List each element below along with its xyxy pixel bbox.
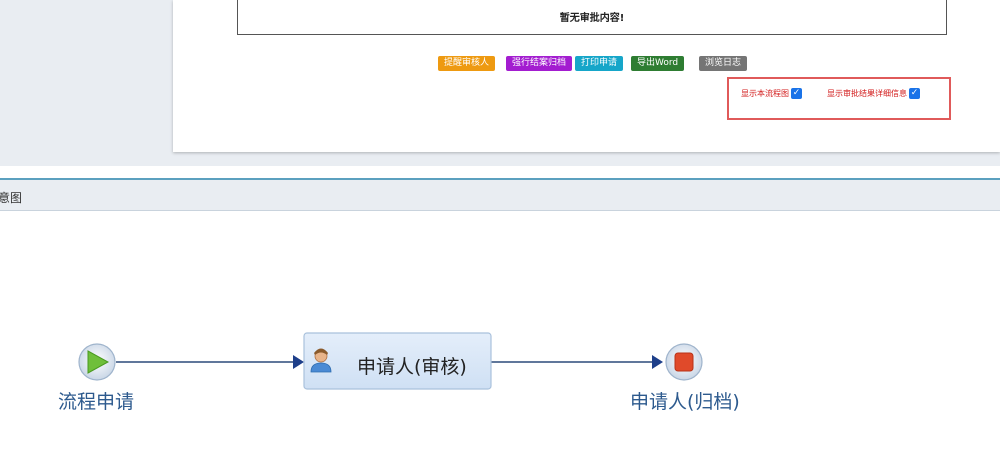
- show-flowchart-checkbox[interactable]: ✓: [791, 88, 802, 99]
- view-log-button[interactable]: 浏览日志: [699, 56, 748, 71]
- flow-connector-2: [491, 355, 663, 369]
- user-icon: [310, 348, 332, 373]
- task-node[interactable]: [303, 332, 492, 390]
- show-result-detail-checkbox[interactable]: ✓: [909, 88, 920, 99]
- section-title: 意图: [0, 191, 23, 205]
- flowchart-section-header: 意图: [0, 180, 1000, 211]
- flow-connector-1: [116, 355, 304, 369]
- approval-panel: 暂无审批内容! 提醒审核人 强行结案归档 打印申请 导出Word 浏览日志 显示…: [173, 0, 1000, 152]
- task-node-label: 申请人(审核): [357, 356, 467, 378]
- remind-reviewer-button[interactable]: 提醒审核人: [438, 56, 496, 71]
- end-node[interactable]: [665, 343, 703, 381]
- show-result-detail-label: 显示审批结果详细信息: [827, 89, 907, 98]
- show-flowchart-label: 显示本流程图: [741, 89, 789, 98]
- start-node-label: 流程申请: [58, 391, 135, 413]
- play-icon: [87, 350, 110, 374]
- approval-notice: 暂无审批内容!: [237, 0, 947, 35]
- print-request-button[interactable]: 打印申请: [575, 56, 624, 71]
- stop-icon: [674, 352, 694, 372]
- export-word-button[interactable]: 导出Word: [631, 56, 685, 71]
- show-flowchart-option[interactable]: 显示本流程图 ✓: [741, 88, 802, 99]
- start-node[interactable]: [78, 343, 116, 381]
- section-divider: [0, 178, 1000, 180]
- end-node-label: 申请人(归档): [630, 391, 740, 413]
- approval-notice-text: 暂无审批内容!: [559, 12, 625, 24]
- show-result-detail-option[interactable]: 显示审批结果详细信息 ✓: [827, 88, 920, 99]
- flowchart-canvas: [78, 332, 703, 390]
- display-options-box: 显示本流程图 ✓ 显示审批结果详细信息 ✓: [727, 77, 951, 120]
- force-archive-button[interactable]: 强行结案归档: [506, 56, 573, 71]
